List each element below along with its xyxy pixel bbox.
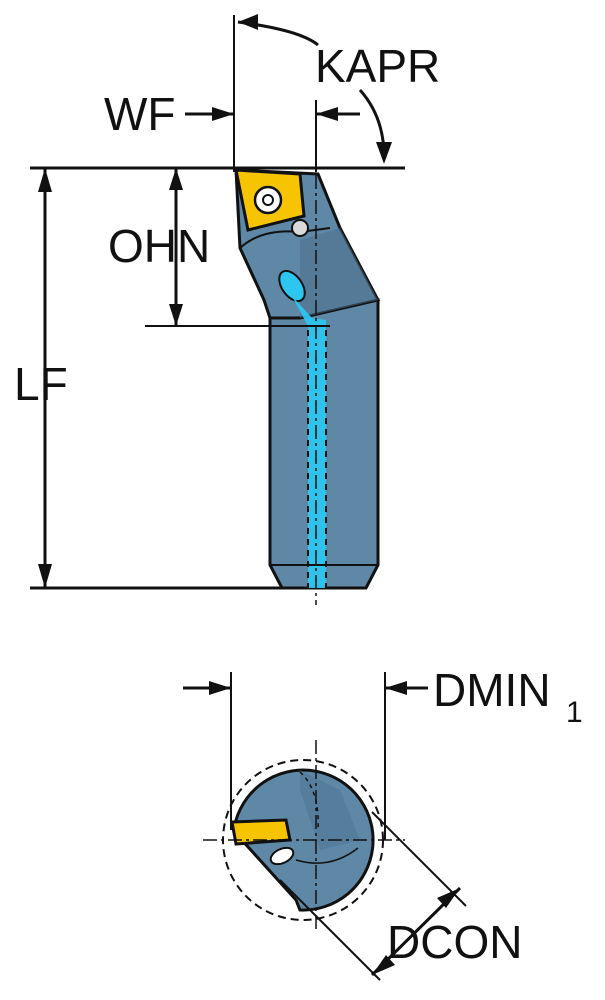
dimensions-bottom bbox=[183, 672, 467, 981]
label-dcon: DCON bbox=[387, 916, 522, 968]
tool-side-view bbox=[234, 100, 381, 605]
label-lf: LF bbox=[14, 358, 68, 410]
dimensions-top bbox=[30, 14, 405, 590]
label-wf: WF bbox=[104, 88, 176, 140]
torx-screw-icon bbox=[253, 185, 283, 215]
label-dmin-subscript: 1 bbox=[566, 696, 583, 729]
label-ohn: OHN bbox=[108, 220, 210, 272]
tool-end-view bbox=[203, 740, 405, 930]
label-kapr: KAPR bbox=[315, 40, 440, 92]
label-dmin: DMIN bbox=[433, 664, 551, 716]
tool-head-shade bbox=[300, 228, 378, 318]
coolant-hole-icon bbox=[278, 269, 306, 303]
labels: KAPR WF OHN LF DMIN 1 DCON bbox=[14, 40, 583, 968]
